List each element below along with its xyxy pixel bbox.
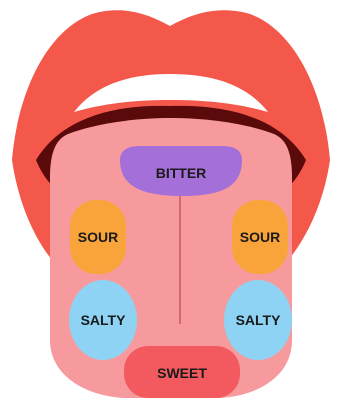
salty-left-label: SALTY	[81, 312, 127, 328]
bitter-label: BITTER	[156, 165, 207, 181]
salty-right-label: SALTY	[236, 312, 282, 328]
sour-right-label: SOUR	[240, 229, 280, 245]
sour-left-label: SOUR	[78, 229, 118, 245]
sweet-label: SWEET	[157, 365, 207, 381]
